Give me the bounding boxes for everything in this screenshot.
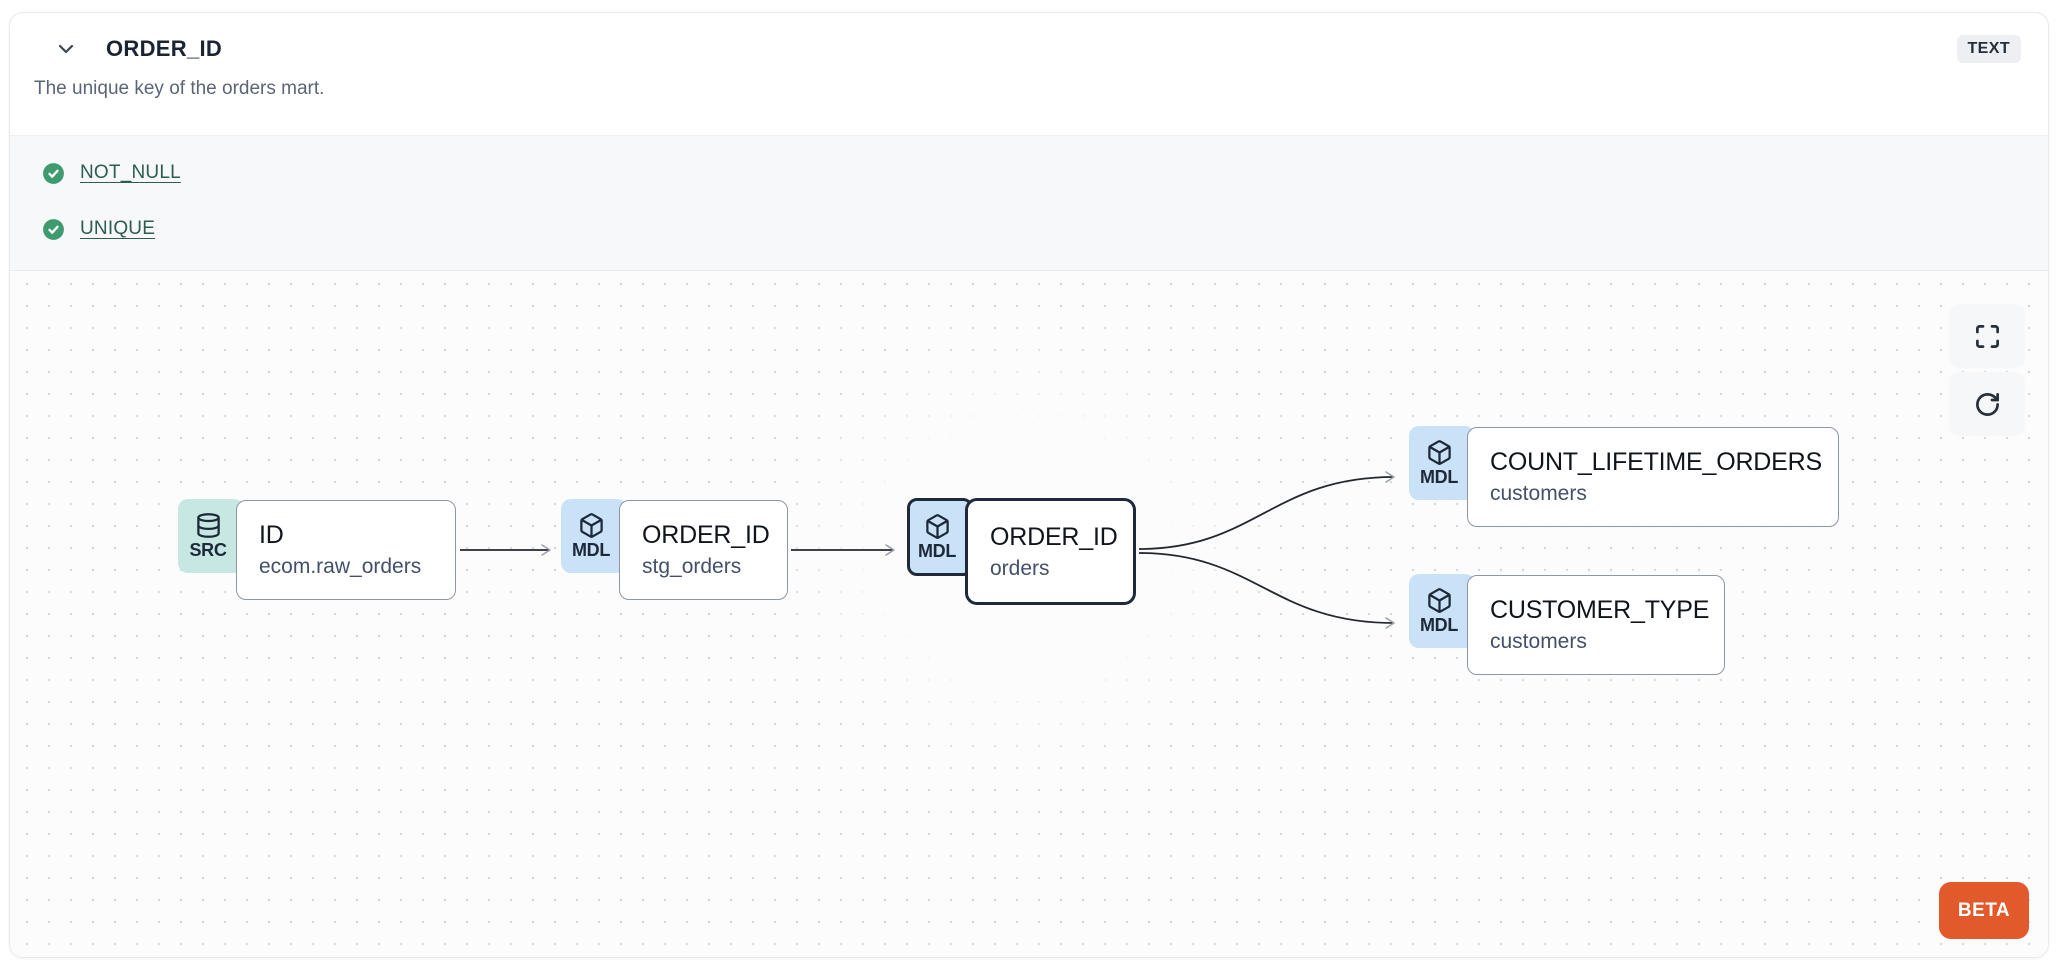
node-subtitle: ecom.raw_orders [259, 555, 422, 578]
tests-section: NOT_NULL UNIQUE [10, 135, 2048, 271]
node-title: CUSTOMER_TYPE [1490, 596, 1710, 624]
node-type-badge-mdl: MDL [907, 498, 973, 576]
cube-icon [1427, 439, 1451, 465]
column-type-badge: TEXT [1956, 35, 2021, 63]
lineage-node-count-lifetime-orders[interactable]: MDL COUNT_LIFETIME_ORDERS customers [1409, 425, 1839, 527]
column-name-title: ORDER_ID [106, 36, 223, 61]
check-circle-icon [43, 218, 64, 240]
lineage-canvas[interactable]: SRC ID ecom.raw_orders MDL ORDER_ID stg_… [10, 271, 2048, 957]
node-title: ORDER_ID [990, 522, 1118, 551]
node-body: COUNT_LIFETIME_ORDERS customers [1467, 427, 1839, 527]
test-row: UNIQUE [41, 214, 2048, 244]
title-row: ORDER_ID TEXT [34, 35, 2021, 63]
header: ORDER_ID TEXT The unique key of the orde… [10, 13, 2048, 135]
node-title: COUNT_LIFETIME_ORDERS [1490, 448, 1822, 476]
node-type-badge-mdl: MDL [1409, 426, 1475, 500]
node-subtitle: customers [1490, 630, 1587, 653]
node-badge-label: MDL [917, 540, 957, 561]
chevron-down-icon [58, 44, 74, 54]
check-circle-icon [43, 162, 64, 184]
cube-icon [925, 513, 949, 539]
node-badge-label: SRC [189, 539, 227, 560]
fullscreen-button[interactable] [1949, 304, 2025, 368]
node-subtitle: orders [990, 556, 1050, 580]
edge-orders-to-customer-type [1138, 552, 1395, 629]
node-type-badge-mdl: MDL [1409, 574, 1475, 648]
node-badge-label: MDL [1419, 466, 1459, 487]
node-badge-label: MDL [571, 539, 611, 560]
database-icon [196, 512, 220, 538]
node-body: CUSTOMER_TYPE customers [1467, 575, 1725, 675]
beta-badge: BETA [1939, 882, 2029, 939]
column-details-card: ORDER_ID TEXT The unique key of the orde… [9, 12, 2049, 958]
maximize-icon [1975, 324, 1999, 348]
node-body: ID ecom.raw_orders [236, 500, 456, 600]
rotate-cw-icon [1975, 392, 1999, 416]
lineage-node-stg-orders[interactable]: MDL ORDER_ID stg_orders [561, 498, 788, 600]
node-type-badge-src: SRC [178, 499, 244, 573]
node-body: ORDER_ID orders [965, 498, 1136, 605]
test-link-not-null[interactable]: NOT_NULL [80, 162, 181, 183]
test-link-unique[interactable]: UNIQUE [80, 218, 156, 239]
node-title: ID [259, 521, 284, 549]
column-description: The unique key of the orders mart. [34, 78, 325, 99]
test-row: NOT_NULL [41, 158, 2048, 188]
edge-orders-to-count [1138, 471, 1395, 550]
node-body: ORDER_ID stg_orders [619, 500, 788, 600]
node-badge-label: MDL [1419, 614, 1459, 635]
node-subtitle: stg_orders [642, 555, 742, 578]
lineage-edges [460, 471, 1395, 629]
collapse-chevron-button[interactable] [53, 36, 79, 62]
lineage-node-src-raw-orders[interactable]: SRC ID ecom.raw_orders [178, 498, 456, 600]
lineage-node-customer-type[interactable]: MDL CUSTOMER_TYPE customers [1409, 573, 1725, 675]
lineage-node-orders-selected[interactable]: MDL ORDER_ID orders [907, 498, 1136, 605]
node-subtitle: customers [1490, 482, 1587, 505]
cube-icon [1427, 587, 1451, 613]
cube-icon [579, 512, 603, 538]
node-type-badge-mdl: MDL [561, 499, 627, 573]
node-title: ORDER_ID [642, 521, 770, 549]
refresh-button[interactable] [1949, 372, 2025, 436]
